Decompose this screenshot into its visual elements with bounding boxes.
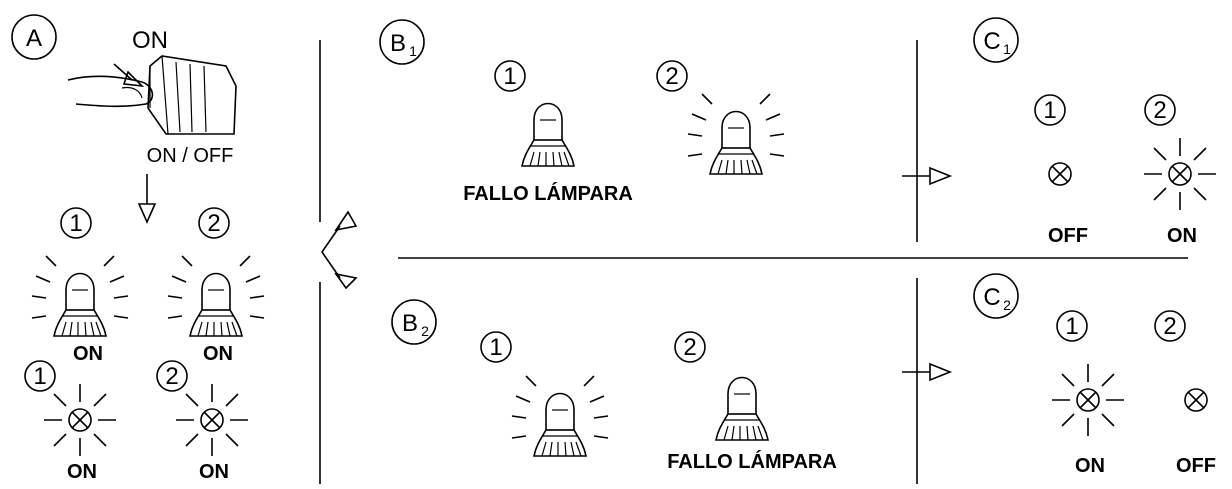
number-b1-1: 1	[503, 63, 516, 90]
finger-press-icon	[67, 63, 154, 108]
number-c2-1: 1	[1065, 313, 1078, 340]
panel-b1: B 1 1 2 FALLO LÁMPARA	[379, 19, 785, 205]
number-c1-1: 1	[1043, 97, 1056, 124]
number-a-4: 2	[165, 363, 178, 390]
panel-a-label: A	[26, 25, 42, 52]
badge-a-1	[60, 207, 92, 239]
panel-b1-sub: 1	[409, 43, 417, 59]
indicator-c2-1-icon	[1051, 363, 1125, 437]
fault-label-b2: FALLO LÁMPARA	[667, 450, 837, 473]
badge-c1-1	[1034, 94, 1066, 126]
badge-c2-1	[1056, 310, 1088, 342]
panel-a-badge	[11, 14, 57, 60]
beacon-b2-1-icon	[511, 375, 609, 457]
indicator-c1-1-icon	[1048, 162, 1072, 186]
down-arrow-icon	[137, 174, 157, 224]
state-c1-2: ON	[1167, 225, 1197, 247]
indicator-c1-2-icon	[1143, 137, 1217, 211]
badge-b1-1	[494, 60, 526, 92]
badge-c2-2	[1154, 310, 1186, 342]
state-indicator-a-1: ON	[67, 461, 97, 483]
number-a-2: 2	[207, 210, 220, 237]
state-c2-1: ON	[1075, 455, 1105, 477]
state-indicator-a-2: ON	[199, 461, 229, 483]
panel-b2-sub: 2	[421, 323, 429, 339]
switch-on-label: ON	[132, 27, 168, 54]
panel-b1-badge	[379, 19, 425, 65]
beacon-b1-2-icon	[687, 93, 785, 175]
number-b2-1: 1	[489, 334, 502, 361]
panel-c2: C 2 1 2 ON OFF	[973, 273, 1216, 477]
state-c1-1: OFF	[1048, 225, 1088, 247]
state-beacon-a-1: ON	[73, 343, 103, 365]
indicator-c2-2-icon	[1184, 388, 1208, 412]
number-c1-2: 2	[1153, 97, 1166, 124]
panel-c2-label: C	[983, 284, 1000, 311]
panel-b2-label: B	[402, 310, 418, 337]
panel-c1-badge	[973, 17, 1019, 63]
beacon-a-2-icon	[167, 255, 265, 337]
arrow-b1-c1-icon	[901, 167, 951, 185]
panel-b2: B 2 1 2 FALLO LÁMPARA	[391, 299, 837, 473]
panel-c1-sub: 1	[1003, 41, 1011, 57]
arrow-b2-c2-icon	[901, 363, 951, 381]
panel-c1-label: C	[983, 28, 1000, 55]
indicator-a-1-icon	[43, 383, 117, 457]
badge-c1-2	[1144, 94, 1176, 126]
switch-caption: ON / OFF	[147, 145, 234, 167]
state-c2-2: OFF	[1176, 455, 1216, 477]
indicator-a-2-icon	[175, 383, 249, 457]
state-beacon-a-2: ON	[203, 343, 233, 365]
number-b1-2: 2	[665, 63, 678, 90]
beacon-b1-1-icon	[521, 102, 575, 167]
panel-b2-badge	[391, 299, 437, 345]
number-c2-2: 2	[1163, 313, 1176, 340]
badge-b1-2	[656, 60, 688, 92]
beacon-b2-2-icon	[715, 376, 769, 441]
panel-b1-label: B	[390, 30, 406, 57]
number-a-3: 1	[33, 363, 46, 390]
rocker-switch-icon	[147, 55, 237, 135]
number-a-1: 1	[69, 210, 82, 237]
panel-c1: C 1 1 2 OFF ON	[973, 17, 1217, 247]
badge-b2-2	[674, 331, 706, 363]
panel-a: A ON ON / OFF 1 2	[11, 14, 265, 483]
panel-c2-sub: 2	[1003, 297, 1011, 313]
badge-a-2	[198, 207, 230, 239]
badge-b2-1	[480, 331, 512, 363]
number-b2-2: 2	[683, 334, 696, 361]
branch-arrows-icon	[321, 210, 358, 290]
fault-label-b1: FALLO LÁMPARA	[463, 182, 633, 205]
beacon-a-1-icon	[31, 255, 129, 337]
badge-a-4	[156, 360, 188, 392]
badge-a-3	[24, 360, 56, 392]
panel-c2-badge	[973, 273, 1019, 319]
